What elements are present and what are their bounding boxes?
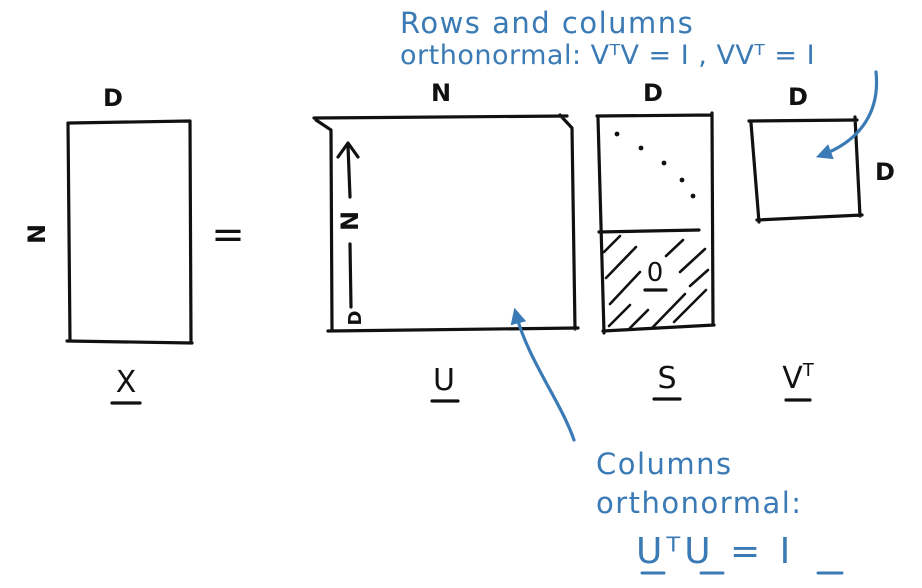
matrix-u: N N D U bbox=[312, 79, 580, 403]
matrix-x-label: X bbox=[116, 365, 137, 400]
bottom-annotation-equation: UᵀU = I bbox=[636, 531, 794, 572]
matrix-x-cols-label: D bbox=[103, 84, 123, 112]
matrix-vt-side-label: D bbox=[875, 158, 895, 186]
matrix-vt: D D VT bbox=[747, 83, 895, 402]
matrix-s: 0 D S bbox=[595, 79, 716, 401]
top-annotation-line1: Rows and columns bbox=[400, 6, 694, 40]
matrix-s-zero-hatching bbox=[602, 234, 710, 330]
matrix-s-divider bbox=[597, 228, 701, 234]
equals-sign: = bbox=[211, 212, 245, 258]
matrix-s-box bbox=[595, 111, 716, 335]
top-annotation: Rows and columns orthonormal: VᵀV = I , … bbox=[400, 6, 879, 160]
matrix-x-box bbox=[65, 119, 194, 345]
matrix-x-rows-label: N bbox=[23, 224, 51, 244]
matrix-u-top-label: N bbox=[431, 79, 451, 107]
matrix-u-side-label: N bbox=[336, 211, 364, 231]
matrix-vt-top-label: D bbox=[788, 83, 808, 111]
matrix-u-dimension-arrow bbox=[336, 141, 360, 309]
matrix-s-zero-label: 0 bbox=[647, 258, 664, 288]
top-annotation-line2: orthonormal: VᵀV = I , VVᵀ = I bbox=[400, 40, 815, 71]
matrix-s-label: S bbox=[657, 361, 676, 396]
bottom-annotation-arrow bbox=[510, 307, 576, 442]
matrix-s-diagonal-dots bbox=[614, 131, 696, 199]
bottom-annotation-line2: orthonormal: bbox=[596, 486, 803, 520]
matrix-x: D N X bbox=[23, 84, 194, 405]
matrix-s-top-label: D bbox=[643, 79, 663, 107]
matrix-u-box bbox=[312, 113, 580, 333]
matrix-vt-box bbox=[747, 115, 864, 224]
top-annotation-arrow bbox=[816, 70, 879, 160]
matrix-u-corner-label: D bbox=[345, 311, 366, 326]
bottom-annotation-line1: Columns bbox=[596, 447, 733, 481]
bottom-annotation: Columns orthonormal: UᵀU = I bbox=[510, 307, 844, 575]
matrix-u-label: U bbox=[433, 363, 455, 398]
matrix-vt-label: VT bbox=[782, 360, 815, 396]
